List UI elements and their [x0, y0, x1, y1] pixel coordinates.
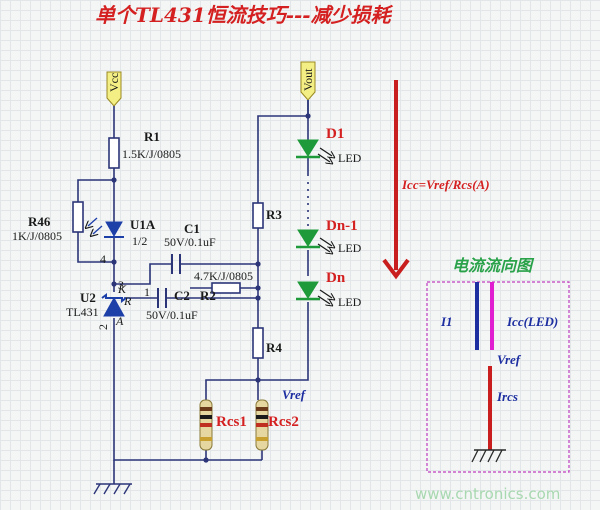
current-flow-diagram: 电流流向图 I1 Icc(LED) Vref Ircs	[426, 256, 570, 473]
dn1-name: Dn-1	[326, 218, 358, 234]
r1-value: 1.5K/J/0805	[122, 147, 181, 161]
current-arrow	[382, 80, 410, 280]
r46-name: R46	[28, 214, 51, 229]
resistor-r3: R3	[252, 202, 282, 229]
resistor-rcs1: Rcs1	[199, 399, 247, 451]
c1-name: C1	[184, 221, 200, 236]
dn-name: Dn	[326, 270, 346, 286]
c2-name: C2	[174, 288, 190, 303]
pin-4: 4	[100, 252, 106, 266]
d1-type: LED	[338, 151, 362, 165]
r3-name: R3	[266, 207, 282, 222]
resistor-r2: R2 4.7K/J/0805	[194, 269, 253, 303]
r46-value: 1K/J/0805	[12, 229, 62, 243]
c1-value: 50V/0.1uF	[164, 235, 216, 249]
d1-name: D1	[326, 126, 344, 142]
resistor-r4: R4	[252, 327, 282, 359]
capacitor-c1: C1 50V/0.1uF	[164, 221, 216, 274]
u2-value: TL431	[66, 305, 99, 319]
vcc-port-label: Vcc	[107, 73, 121, 92]
led-dn: Dn LED	[296, 270, 362, 309]
u2-name: U2	[80, 290, 96, 305]
pin-2: 2	[96, 324, 110, 330]
vref-label: Vref	[282, 387, 307, 402]
flow-label-ircs: Ircs	[496, 389, 518, 404]
pin-3: 3	[118, 278, 124, 292]
pin-a: A	[115, 314, 124, 328]
c2-value: 50V/0.1uF	[146, 308, 198, 322]
pin-k: K	[117, 282, 127, 296]
vout-port-label: Vout	[301, 68, 315, 91]
flow-label-vref: Vref	[497, 352, 522, 367]
pin-1: 1	[144, 285, 150, 299]
led-d1: D1 LED	[296, 126, 362, 165]
flow-label-icc: Icc(LED)	[506, 314, 558, 329]
r1-name: R1	[144, 129, 160, 144]
watermark: www.cntronics.com	[415, 485, 560, 503]
r2-value: 4.7K/J/0805	[194, 269, 253, 283]
diagram-title: 单个TL431恒流技巧---减少损耗	[95, 3, 394, 27]
optocoupler-u1a: U1A 1/2	[88, 217, 156, 248]
led-dn-1: Dn-1 LED	[296, 218, 362, 255]
u1a-name: U1A	[130, 217, 156, 232]
flow-diagram-title: 电流流向图	[452, 256, 535, 275]
flow-label-i1: I1	[440, 314, 453, 329]
resistor-rcs2: Rcs2	[255, 399, 299, 451]
vcc-port: Vcc	[106, 71, 122, 107]
regulator-u2-tl431: U2 TL431 K R A	[66, 282, 132, 328]
ground-symbol	[93, 483, 132, 495]
u1a-value: 1/2	[132, 234, 147, 248]
current-equation: Icc=Vref/Rcs(A)	[401, 177, 490, 192]
pin-r: R	[123, 294, 132, 308]
resistor-r1: R1 1.5K/J/0805	[108, 129, 181, 169]
resistor-r46: R46 1K/J/0805	[12, 201, 84, 243]
rcs1-name: Rcs1	[216, 414, 247, 430]
dn1-type: LED	[338, 241, 362, 255]
r4-name: R4	[266, 340, 282, 355]
dn-type: LED	[338, 295, 362, 309]
vout-port: Vout	[300, 61, 316, 101]
rcs2-name: Rcs2	[268, 414, 299, 430]
capacitor-c2: C2 50V/0.1uF	[146, 288, 198, 322]
r2-name: R2	[200, 288, 216, 303]
junctions	[111, 113, 311, 463]
